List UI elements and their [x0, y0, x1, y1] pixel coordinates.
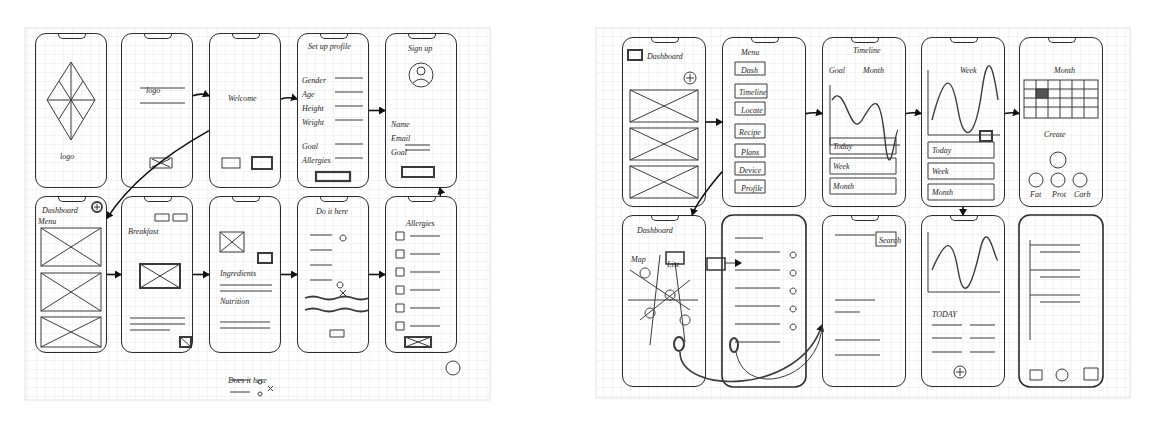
screen-text: Create [1044, 130, 1065, 139]
screen-text: logo [60, 152, 74, 161]
screen-text: Set up profile [308, 42, 351, 51]
screen-text: Email [391, 134, 410, 143]
flow-arrow [806, 112, 822, 114]
phone-screen: Allergies [385, 196, 457, 353]
phone-screen: logo [35, 33, 107, 188]
phone-screen: DashboardMapList [622, 215, 706, 387]
screen-text: Dashboard [637, 226, 673, 235]
phone-screen: Sign up NameEmailGoal [385, 33, 457, 188]
flow-arrow [906, 112, 921, 114]
screen-text: Do it here [316, 207, 348, 216]
screen-text: Name [391, 120, 410, 129]
phone-screen: Set up profileGenderAgeHeightWeightGoalA… [297, 33, 369, 188]
phone-screen: Welcome [209, 33, 281, 188]
phone-screen: TODAY [921, 215, 1005, 387]
flow-arrow [439, 188, 441, 196]
screen-text: Goal [302, 142, 318, 151]
phone-screen: MenuDashTimelineLocateRecipePlansDeviceP… [722, 37, 806, 207]
flow-arrow [193, 94, 209, 96]
screen-text: Goal [829, 66, 845, 75]
phone-screen: Search [822, 215, 906, 387]
screen-text: Fat [1030, 190, 1041, 199]
screen-text: Height [302, 104, 324, 113]
screen-text: Dashboard [42, 206, 78, 215]
phone-screen: IngredientsNutrition [209, 196, 281, 353]
grid-sheet [25, 28, 490, 400]
screen-text: Prot [1052, 190, 1066, 199]
flow-arrow [281, 98, 297, 99]
flow-arrow [193, 274, 209, 276]
screen-text: Age [302, 90, 314, 99]
screen-text: Sign up [408, 44, 432, 53]
screen-text: Breakfast [128, 227, 158, 236]
screen-text: Today [833, 142, 852, 151]
screen-text: Week [932, 167, 949, 176]
screen-text: Weight [302, 118, 324, 127]
screen-text: Month [863, 66, 884, 75]
screen-text: Goal [391, 148, 407, 157]
flow-arrow [692, 172, 722, 215]
phone-screen: MonthCreateFat Prot Carb [1019, 37, 1103, 207]
flow-arrow [369, 110, 385, 112]
flow-arrow [962, 207, 964, 215]
flow-arrow [107, 274, 121, 276]
phone-screen: Dashboard [622, 37, 706, 207]
screen-text: Month [833, 182, 854, 191]
screen-text: Gender [302, 76, 326, 85]
screen-text: Welcome [228, 94, 257, 103]
flow-arrow [107, 131, 209, 219]
screen-text: Allergies [302, 156, 331, 165]
screen-text: Device [739, 166, 761, 175]
screen-text: Month [1054, 66, 1075, 75]
screen-text: TODAY [932, 310, 957, 319]
screen-text: Timeline [853, 46, 881, 55]
screen-text: Locate [741, 106, 763, 115]
screen-text: Timeline [739, 88, 767, 97]
screen-text: List [667, 260, 679, 269]
screen-text: Week [960, 66, 977, 75]
screen-text: Today [932, 146, 951, 155]
phone-screen: logo [121, 33, 193, 188]
flow-arrow [281, 274, 297, 276]
phone-screen: DashboardMenu [35, 196, 107, 353]
phone-screen: Do it here [297, 196, 369, 353]
screen-text: Ingredients [220, 269, 256, 278]
screen-text: Carb [1074, 190, 1090, 199]
screen-text: Menu [38, 217, 56, 226]
screen-text: logo [146, 86, 160, 95]
screen-text: Month [932, 188, 953, 197]
phone-screen: WeekTodayWeekMonth [921, 37, 1005, 207]
screen-text: Dashboard [647, 52, 683, 61]
flow-arrow [706, 121, 722, 123]
screen-text: Recipe [739, 128, 761, 137]
screen-text: Search [879, 236, 901, 245]
phone-screen: TimelineGoalMonthTodayWeekMonth [822, 37, 906, 207]
grid-sheet [596, 28, 1130, 398]
screen-text: Nutrition [220, 297, 249, 306]
screen-text: Week [833, 162, 850, 171]
screen-text: Allergies [406, 219, 435, 228]
screen-text: Menu [741, 48, 759, 57]
note-label: Does it here [228, 376, 267, 385]
screen-text: Map [631, 255, 646, 264]
flow-arrow [369, 274, 385, 276]
wireframe-sketch [41, 50, 1103, 396]
screen-text: Dash [741, 66, 758, 75]
screen-text: Profile [741, 184, 763, 193]
screen-text: Plans [741, 148, 759, 157]
flow-arrow [1005, 112, 1019, 114]
phone-screen: Breakfast [121, 196, 193, 353]
